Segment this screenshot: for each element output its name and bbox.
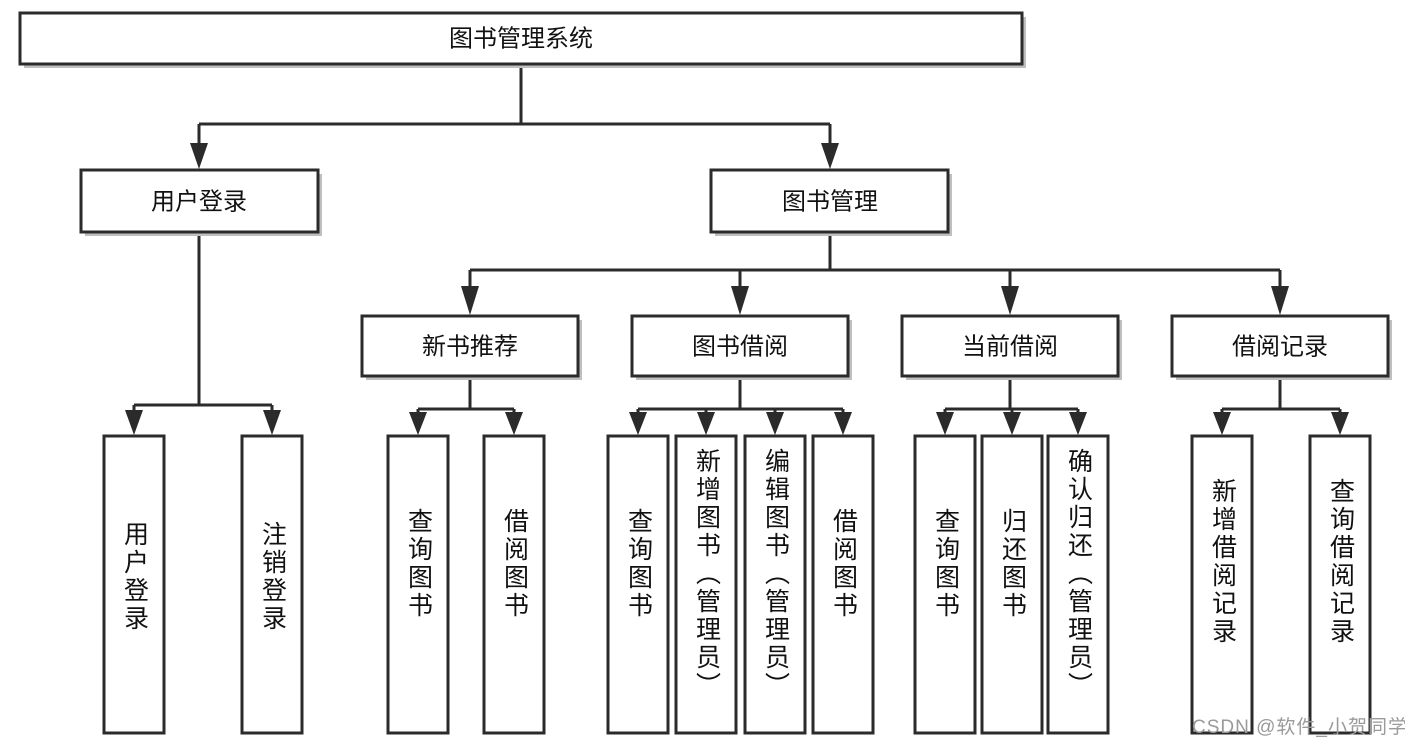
- arrow-to-current-borrow: [1001, 286, 1019, 315]
- node-borrow-record-label: 借阅记录: [1232, 334, 1328, 361]
- arrow-to-book-borrow: [731, 286, 749, 315]
- leaf-query-book-1-rect[interactable]: [386, 434, 450, 735]
- arrow-to-leaf-borrow-book-2: [834, 412, 852, 435]
- node-current-borrow-rect[interactable]: [900, 314, 1120, 378]
- connector-group-current-borrow: [936, 376, 1087, 435]
- leaf-return-book-rect[interactable]: [980, 434, 1044, 735]
- arrow-to-leaf-user-login: [125, 410, 143, 435]
- node-new-book-recommend-label: 新书推荐: [422, 334, 518, 361]
- node-book-manage[interactable]: 图书管理: [709, 168, 952, 236]
- node-user-login-rect[interactable]: [79, 168, 320, 234]
- node-new-book-recommend[interactable]: 新书推荐: [360, 314, 582, 380]
- node-borrow-record[interactable]: 借阅记录: [1170, 314, 1392, 380]
- node-book-borrow[interactable]: 图书借阅: [630, 314, 852, 380]
- leaf-user-login-rect[interactable]: [102, 434, 166, 735]
- node-current-borrow-label: 当前借阅: [962, 334, 1058, 361]
- leaf-add-record-rect[interactable]: [1190, 434, 1254, 735]
- connector-group-new-book-recommend: [409, 376, 523, 435]
- node-user-login[interactable]: 用户登录: [79, 168, 322, 236]
- node-root[interactable]: 图书管理系统: [18, 11, 1026, 68]
- leaf-user-logout-rect[interactable]: [240, 434, 304, 735]
- node-current-borrow[interactable]: 当前借阅: [900, 314, 1122, 380]
- arrow-to-leaf-edit-book: [766, 412, 784, 435]
- arrow-to-leaf-return-book: [1003, 412, 1021, 435]
- leaf-query-book-3-rect[interactable]: [913, 434, 977, 735]
- arrow-to-leaf-borrow-book-1: [505, 412, 523, 435]
- arrow-to-leaf-user-logout: [263, 410, 281, 435]
- node-user-login-label: 用户登录: [151, 189, 247, 216]
- leaf-rects: [102, 434, 1372, 735]
- arrow-to-leaf-query-book-2: [629, 412, 647, 435]
- arrow-root-to-user-login: [190, 143, 208, 169]
- node-root-label: 图书管理系统: [449, 26, 593, 53]
- node-new-book-recommend-rect[interactable]: [360, 314, 580, 378]
- node-book-manage-label: 图书管理: [782, 189, 878, 216]
- node-book-manage-rect[interactable]: [709, 168, 950, 234]
- connector-group-user-login: [125, 232, 281, 435]
- arrow-to-leaf-confirm-return: [1069, 412, 1087, 435]
- leaf-query-record-rect[interactable]: [1308, 434, 1372, 735]
- node-book-borrow-rect[interactable]: [630, 314, 850, 378]
- connector-group-root: [190, 64, 839, 169]
- leaf-add-book-rect[interactable]: [674, 434, 738, 735]
- node-borrow-record-rect[interactable]: [1170, 314, 1390, 378]
- arrow-to-leaf-add-record: [1213, 412, 1231, 435]
- leaf-confirm-return-rect[interactable]: [1046, 434, 1110, 735]
- connector-group-borrow-record: [1213, 376, 1349, 435]
- arrow-root-to-book-manage: [821, 143, 839, 169]
- arrow-to-new-book-recommend: [461, 286, 479, 315]
- node-root-rect[interactable]: [18, 11, 1024, 66]
- arrow-to-borrow-record: [1271, 286, 1289, 315]
- watermark-text: CSDN @软件_小贺同学: [1192, 717, 1405, 738]
- arrow-to-leaf-query-book-1: [409, 412, 427, 435]
- leaf-query-book-2-rect[interactable]: [606, 434, 670, 735]
- arrow-to-leaf-query-record: [1331, 412, 1349, 435]
- connector-group-book-borrow: [629, 376, 852, 435]
- arrow-to-leaf-query-book-3: [936, 412, 954, 435]
- arrow-to-leaf-add-book: [697, 412, 715, 435]
- leaf-borrow-book-2-rect[interactable]: [811, 434, 875, 735]
- leaf-edit-book-rect[interactable]: [743, 434, 807, 735]
- node-book-borrow-label: 图书借阅: [692, 334, 788, 361]
- connector-group-book-manage: [461, 232, 1289, 315]
- leaf-borrow-book-1-rect[interactable]: [482, 434, 546, 735]
